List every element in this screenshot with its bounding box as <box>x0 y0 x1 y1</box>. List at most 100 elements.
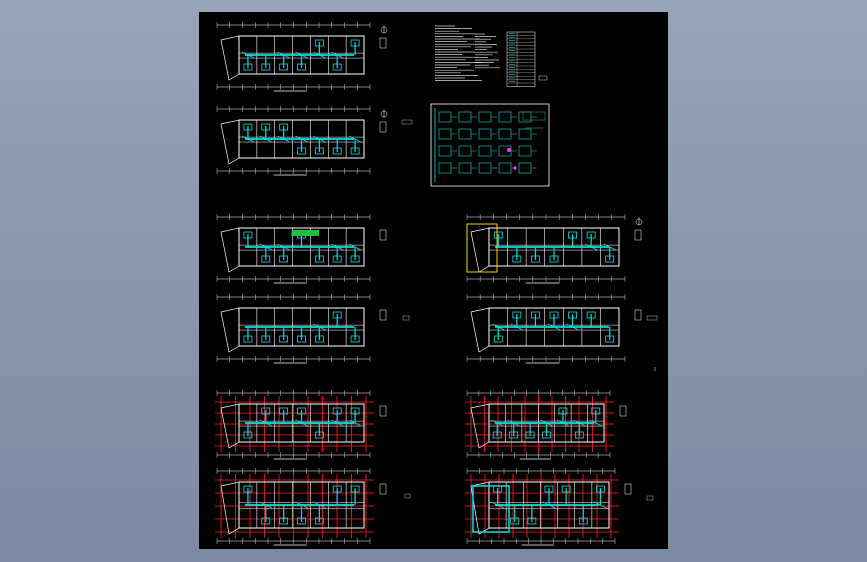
diffuser <box>542 431 551 439</box>
duct-fitting <box>556 419 570 427</box>
diffuser <box>314 431 324 439</box>
duct-fitting <box>540 419 553 427</box>
diffuser <box>243 123 253 131</box>
duct-fitting <box>259 135 272 143</box>
entrance-wing <box>470 481 490 535</box>
section-mark <box>379 483 387 495</box>
diffuser <box>261 335 271 343</box>
plan-e1 <box>465 390 627 460</box>
entrance-wing <box>220 227 240 273</box>
system-unit <box>458 111 472 123</box>
duct-fitting <box>584 243 598 251</box>
plan-c1 <box>215 390 387 460</box>
plan-a1 <box>216 22 388 92</box>
diffuser <box>510 517 520 525</box>
diffuser <box>549 311 559 319</box>
system-unit <box>478 162 492 174</box>
duct-fitting <box>313 135 326 143</box>
diffuser <box>350 407 360 415</box>
duct-fitting <box>259 419 272 427</box>
plan-b1 <box>216 214 387 284</box>
entrance-wing <box>470 403 490 449</box>
system-unit <box>438 111 452 123</box>
diffuser <box>574 431 584 439</box>
plan-d2 <box>466 294 642 364</box>
duct-fitting <box>295 501 308 509</box>
duct-fitting <box>589 419 602 427</box>
diffuser <box>261 407 271 415</box>
duct-fitting <box>241 135 255 143</box>
system-note <box>522 111 546 121</box>
duct-fitting <box>510 323 524 331</box>
diffuser <box>314 255 324 263</box>
duct-fitting <box>547 323 561 331</box>
diffuser <box>492 431 502 439</box>
diffuser <box>243 63 253 71</box>
diffuser <box>591 407 601 415</box>
duct-fitting <box>566 323 579 331</box>
duct-fitting <box>277 243 290 251</box>
diffuser <box>243 485 253 493</box>
diffuser <box>243 431 253 439</box>
diffuser <box>297 147 306 155</box>
system-unit <box>438 145 452 157</box>
duct-fitting <box>295 51 308 59</box>
duct-fitting <box>331 419 344 427</box>
diffuser <box>332 63 342 71</box>
section-mark <box>634 309 642 321</box>
system-unit <box>518 128 532 140</box>
plan-d1 <box>466 214 643 284</box>
diffuser <box>578 517 588 525</box>
diffuser <box>297 335 306 343</box>
section-mark <box>634 229 642 241</box>
diffuser <box>314 147 324 155</box>
duct-fitting <box>331 51 344 59</box>
diffuser <box>297 517 306 525</box>
section-mark <box>379 405 387 417</box>
pipe-run <box>291 230 319 236</box>
plan-a2 <box>216 106 388 176</box>
duct-fitting <box>542 501 556 509</box>
entrance-wing <box>220 35 240 81</box>
section-mark <box>379 309 387 321</box>
legend-table <box>435 25 548 87</box>
entrance-wing <box>220 403 240 449</box>
diffuser <box>314 39 324 47</box>
entrance-wing <box>470 307 490 353</box>
annotation-mark <box>401 119 413 125</box>
diffuser <box>544 485 554 493</box>
duct-fitting <box>491 501 504 509</box>
duct-fitting <box>313 51 326 59</box>
section-mark <box>379 37 387 49</box>
duct-fitting <box>348 135 362 143</box>
drawing-canvas[interactable] <box>199 12 668 549</box>
diffuser <box>261 123 271 131</box>
diffuser <box>509 431 519 439</box>
legend-stamp <box>538 75 548 81</box>
diffuser <box>350 255 360 263</box>
diffuser <box>350 147 360 155</box>
system-unit <box>518 145 532 157</box>
duct-loop <box>472 485 510 533</box>
diffuser <box>493 335 503 343</box>
diffuser <box>261 255 271 263</box>
diffuser <box>297 63 306 71</box>
duct-fitting <box>241 51 255 59</box>
entrance-wing <box>220 119 240 165</box>
highlight-frame <box>466 223 498 273</box>
duct-fitting <box>295 419 308 427</box>
duct-fitting <box>313 501 326 509</box>
system-unit <box>438 128 452 140</box>
system-unit <box>458 162 472 174</box>
diffuser <box>350 39 360 47</box>
system-unit <box>498 128 512 140</box>
system-unit <box>458 128 472 140</box>
duct-fitting <box>603 243 616 251</box>
diffuser <box>279 63 289 71</box>
diagram-frame <box>430 103 550 187</box>
diffuser <box>605 255 615 263</box>
duct-fitting <box>492 323 505 331</box>
equipment-marker <box>513 166 517 170</box>
plan-b2 <box>216 294 387 364</box>
